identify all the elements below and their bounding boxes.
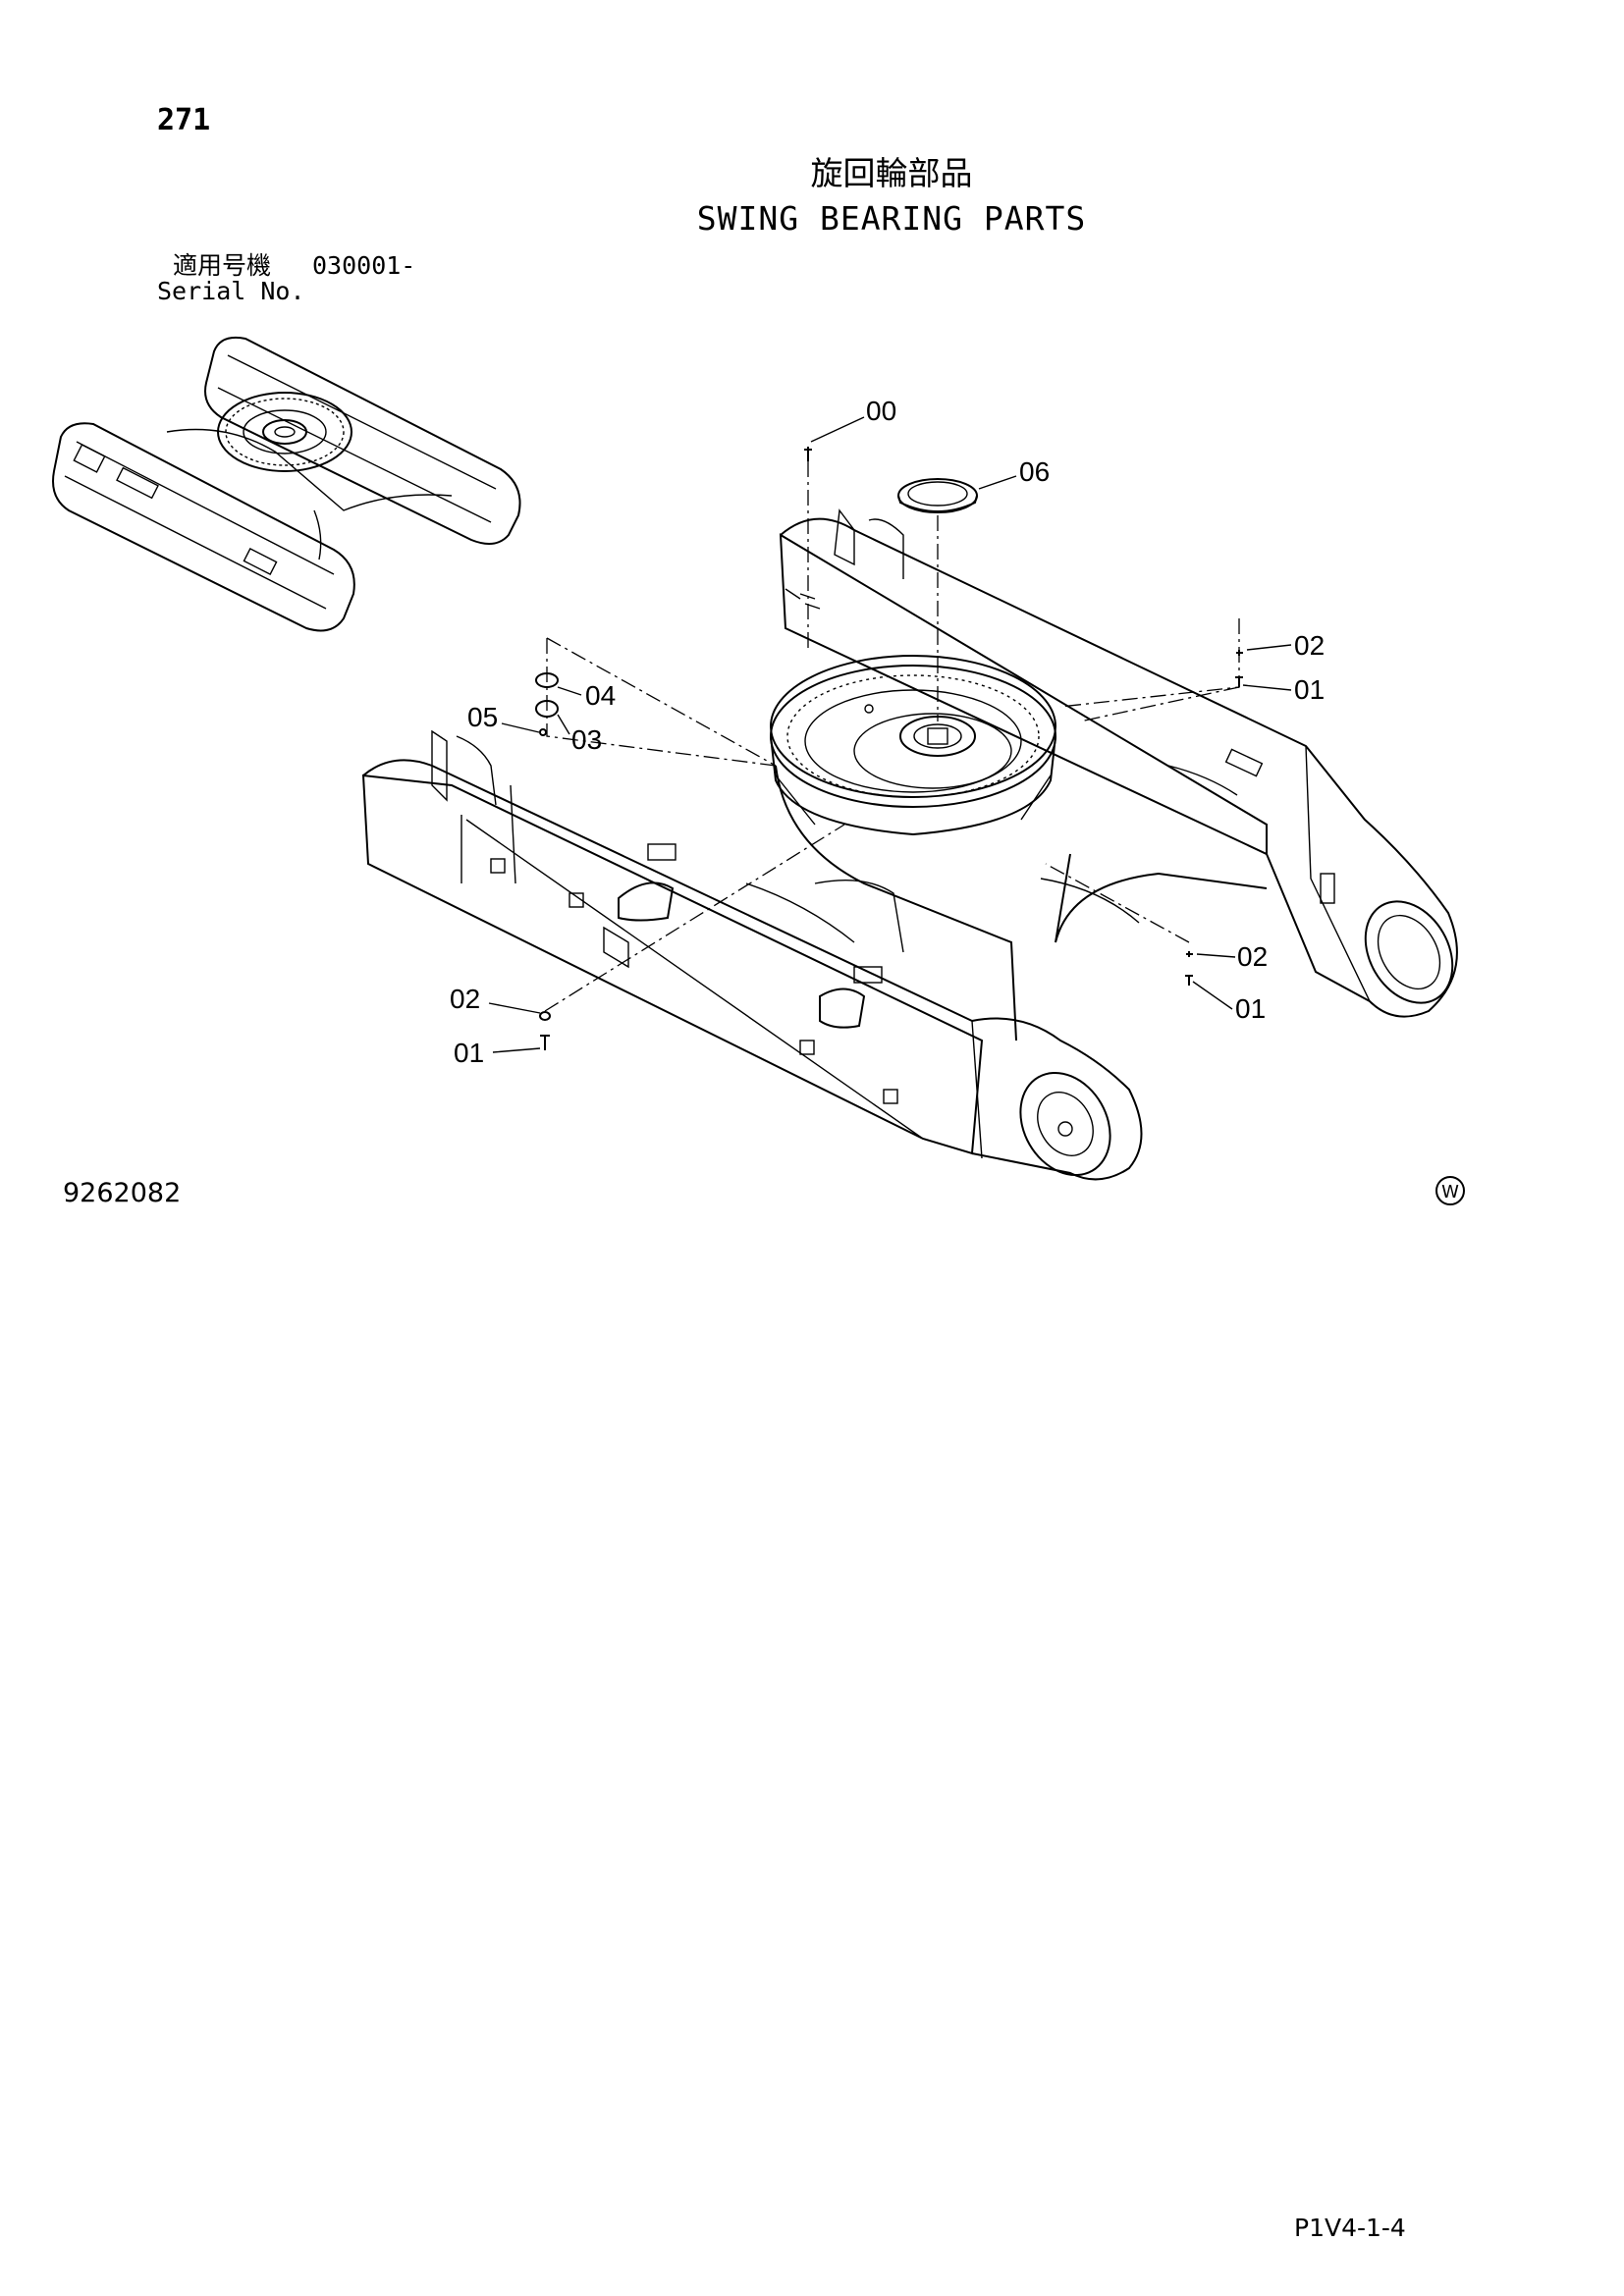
callout-02-right-lower: 02 xyxy=(1237,941,1268,972)
callout-01-right-lower: 01 xyxy=(1235,993,1266,1024)
watermark-circle-icon: W xyxy=(1435,1176,1465,1205)
swing-bearing-parts-diagram: 00 06 02 01 04 05 03 02 01 02 01 xyxy=(52,336,1458,1181)
drawing-number: 9262082 xyxy=(63,1178,182,1208)
exploded-parts xyxy=(488,416,1292,1053)
overview-inset-illustration xyxy=(52,336,521,632)
serial-label-japanese: 適用号機 xyxy=(173,251,272,280)
callout-00: 00 xyxy=(866,396,896,426)
callout-05: 05 xyxy=(467,702,498,732)
title-english: SWING BEARING PARTS xyxy=(696,199,1087,238)
callout-01-right-upper: 01 xyxy=(1294,674,1325,705)
callout-01-left: 01 xyxy=(454,1038,484,1068)
serial-label-english: Serial No. xyxy=(157,277,305,305)
page-code: P1V4-1-4 xyxy=(1294,2214,1406,2242)
callout-03: 03 xyxy=(571,724,602,755)
callout-02-left: 02 xyxy=(450,984,480,1014)
serial-range: 030001- xyxy=(312,251,416,280)
lower-frame-illustration xyxy=(361,508,1458,1181)
title-japanese: 旋回輪部品 xyxy=(810,154,973,192)
callout-06: 06 xyxy=(1019,456,1050,487)
callout-04: 04 xyxy=(585,680,616,711)
callout-02-right-upper: 02 xyxy=(1294,630,1325,661)
page-number: 271 xyxy=(157,103,211,137)
